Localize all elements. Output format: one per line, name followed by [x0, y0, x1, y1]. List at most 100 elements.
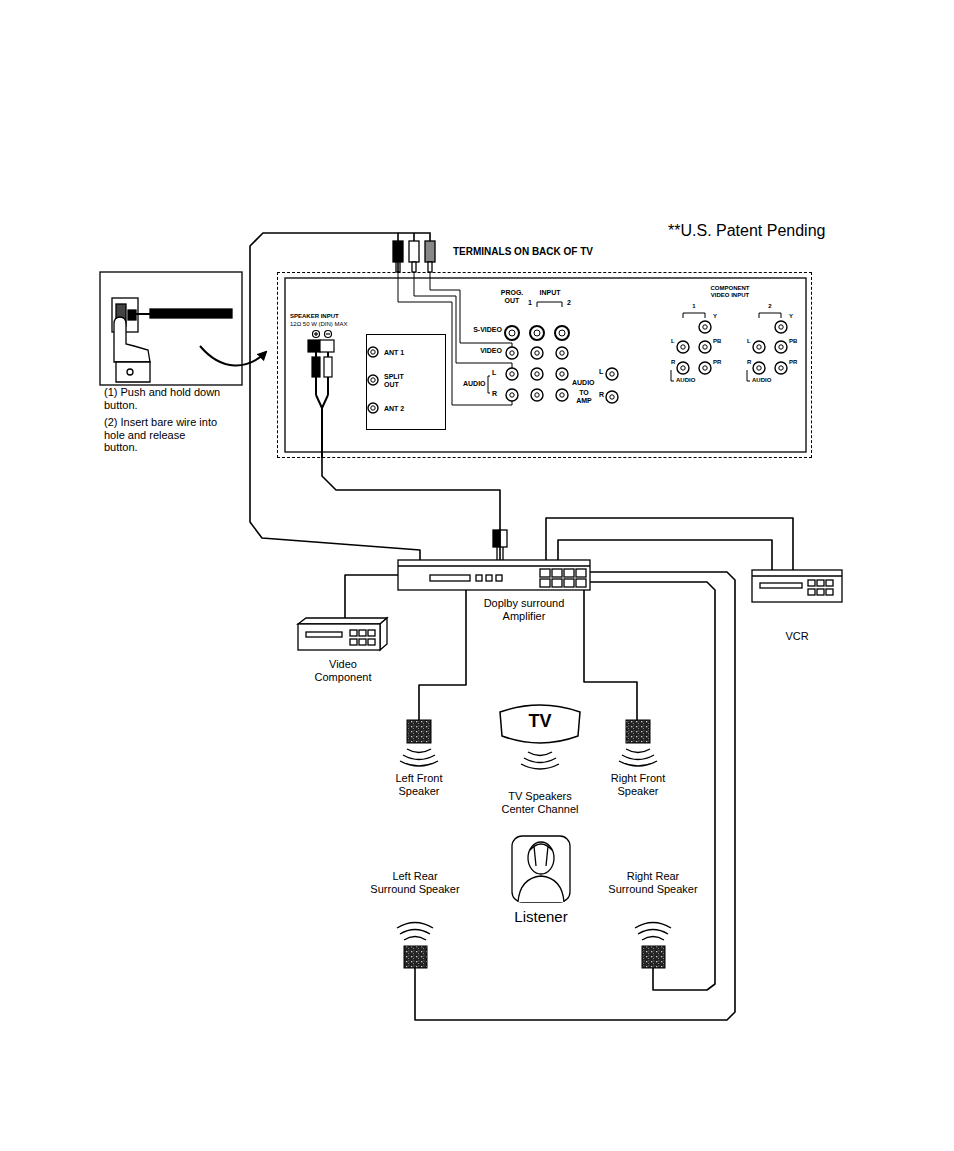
jack-socket [505, 326, 519, 340]
speaker-input-terminal [325, 331, 332, 338]
vcr-unit [760, 583, 802, 588]
panel-inner-frame [285, 278, 806, 452]
amplifier-unit [576, 569, 586, 577]
speaker: Right Front Speaker [626, 720, 650, 743]
jack-socket [510, 351, 514, 355]
amplifier-unit [476, 575, 482, 581]
amplifier-unit [502, 547, 503, 560]
amplifier-unit [398, 560, 590, 590]
tv-outline [500, 705, 580, 743]
listener-figure [512, 836, 570, 902]
jack-group-label: PROG. OUT [497, 289, 527, 305]
vcr-unit [826, 589, 833, 595]
video-component-unit [298, 624, 380, 650]
amplifier-unit [576, 579, 586, 587]
speaker-input-terminal [326, 333, 330, 334]
listener: Listener [508, 832, 574, 904]
push-terminal-inset [100, 272, 242, 385]
sound-waves [400, 749, 438, 766]
jack-socket [559, 330, 565, 336]
amplifier-unit [496, 547, 497, 560]
channel-label: L [671, 338, 675, 345]
jack-socket [560, 351, 564, 355]
tv-center-channel: TVTV Speakers Center Channel [497, 702, 583, 746]
speaker-label: Left Front Speaker [389, 772, 449, 797]
jack-socket [560, 393, 564, 397]
vcr-unit [808, 580, 815, 586]
speaker-cabinets [407, 720, 431, 743]
vcr-unit [808, 589, 815, 595]
connector-wire [558, 540, 772, 570]
device-label: VCR [772, 630, 822, 643]
video-component: Video Component [298, 618, 387, 650]
vcr: VCR [752, 570, 842, 602]
sound-waves [521, 752, 559, 769]
device-label: Doplby surround Amplifier [476, 597, 572, 622]
rca-plugs [425, 241, 435, 262]
panel-heading: TERMINALS ON BACK OF TV [453, 246, 593, 258]
speaker-input-terminal [324, 357, 332, 377]
input-number: 2 [565, 299, 573, 307]
amplifier-unit [552, 569, 562, 577]
jack-socket [681, 366, 685, 370]
jack-socket [506, 368, 518, 380]
jack-socket [534, 330, 540, 336]
connector-wire [322, 458, 500, 560]
vcr-unit [752, 570, 842, 602]
internal-leader-lines [414, 272, 512, 368]
push-terminal-inset [127, 369, 133, 375]
rca-plugs [428, 262, 432, 272]
connector-wire [415, 572, 735, 1020]
internal-leader-lines [537, 302, 562, 307]
patent-note: **U.S. Patent Pending [668, 222, 825, 240]
speaker-input-terminal [308, 331, 334, 459]
sound-waves [635, 923, 671, 941]
sound-waves [397, 923, 433, 941]
speaker-cabinets [626, 720, 650, 743]
vcr-unit [752, 575, 842, 576]
speaker: Right Rear Surround Speaker [642, 946, 665, 968]
internal-leader-lines [398, 272, 781, 405]
push-terminal-inset [114, 317, 150, 362]
amplifier-unit [552, 579, 562, 587]
jack-label: Y [789, 313, 793, 320]
jack-socket [368, 347, 378, 357]
jack-socket [371, 406, 375, 410]
connector-wire [590, 582, 715, 990]
jack-socket [775, 362, 787, 374]
antenna-box: ANT 1SPLIT OUTANT 2 [366, 334, 446, 430]
push-terminal-inset [128, 310, 136, 320]
push-terminal-inset [116, 362, 150, 382]
jack-socket [757, 345, 761, 349]
speaker: Left Front Speaker [407, 720, 431, 743]
instruction-step: (1) Push and hold down button. [104, 386, 239, 411]
jack-socket [531, 368, 543, 380]
video-component-unit [298, 618, 387, 624]
video-component-unit [368, 639, 375, 645]
speaker-label: TV Speakers Center Channel [494, 790, 586, 815]
channel-label: R [747, 359, 751, 366]
jack-socket [779, 325, 783, 329]
speaker-label: Right Rear Surround Speaker [608, 870, 699, 895]
speaker-input-terminal [320, 340, 334, 352]
jack-socket [535, 372, 539, 376]
jack-socket [371, 350, 375, 354]
jack-socket [371, 378, 375, 382]
jack-socket [606, 368, 618, 380]
push-terminal-inset [200, 346, 266, 366]
channel-label: L [747, 338, 751, 345]
jack-socket [368, 403, 378, 413]
connector-wire [250, 233, 420, 560]
jack-socket [560, 372, 564, 376]
speaker-cabinets [404, 946, 427, 968]
jack-socket [779, 366, 783, 370]
amplifier: Doplby surround Amplifier [398, 560, 590, 590]
listener-figure [518, 876, 564, 902]
jack-group-label: COMPONENT VIDEO INPUT [702, 285, 758, 299]
speaker-input-terminal [315, 332, 316, 336]
jack-label: PB [789, 338, 797, 345]
video-component-unit [368, 630, 375, 636]
listener-label: Listener [496, 908, 586, 925]
